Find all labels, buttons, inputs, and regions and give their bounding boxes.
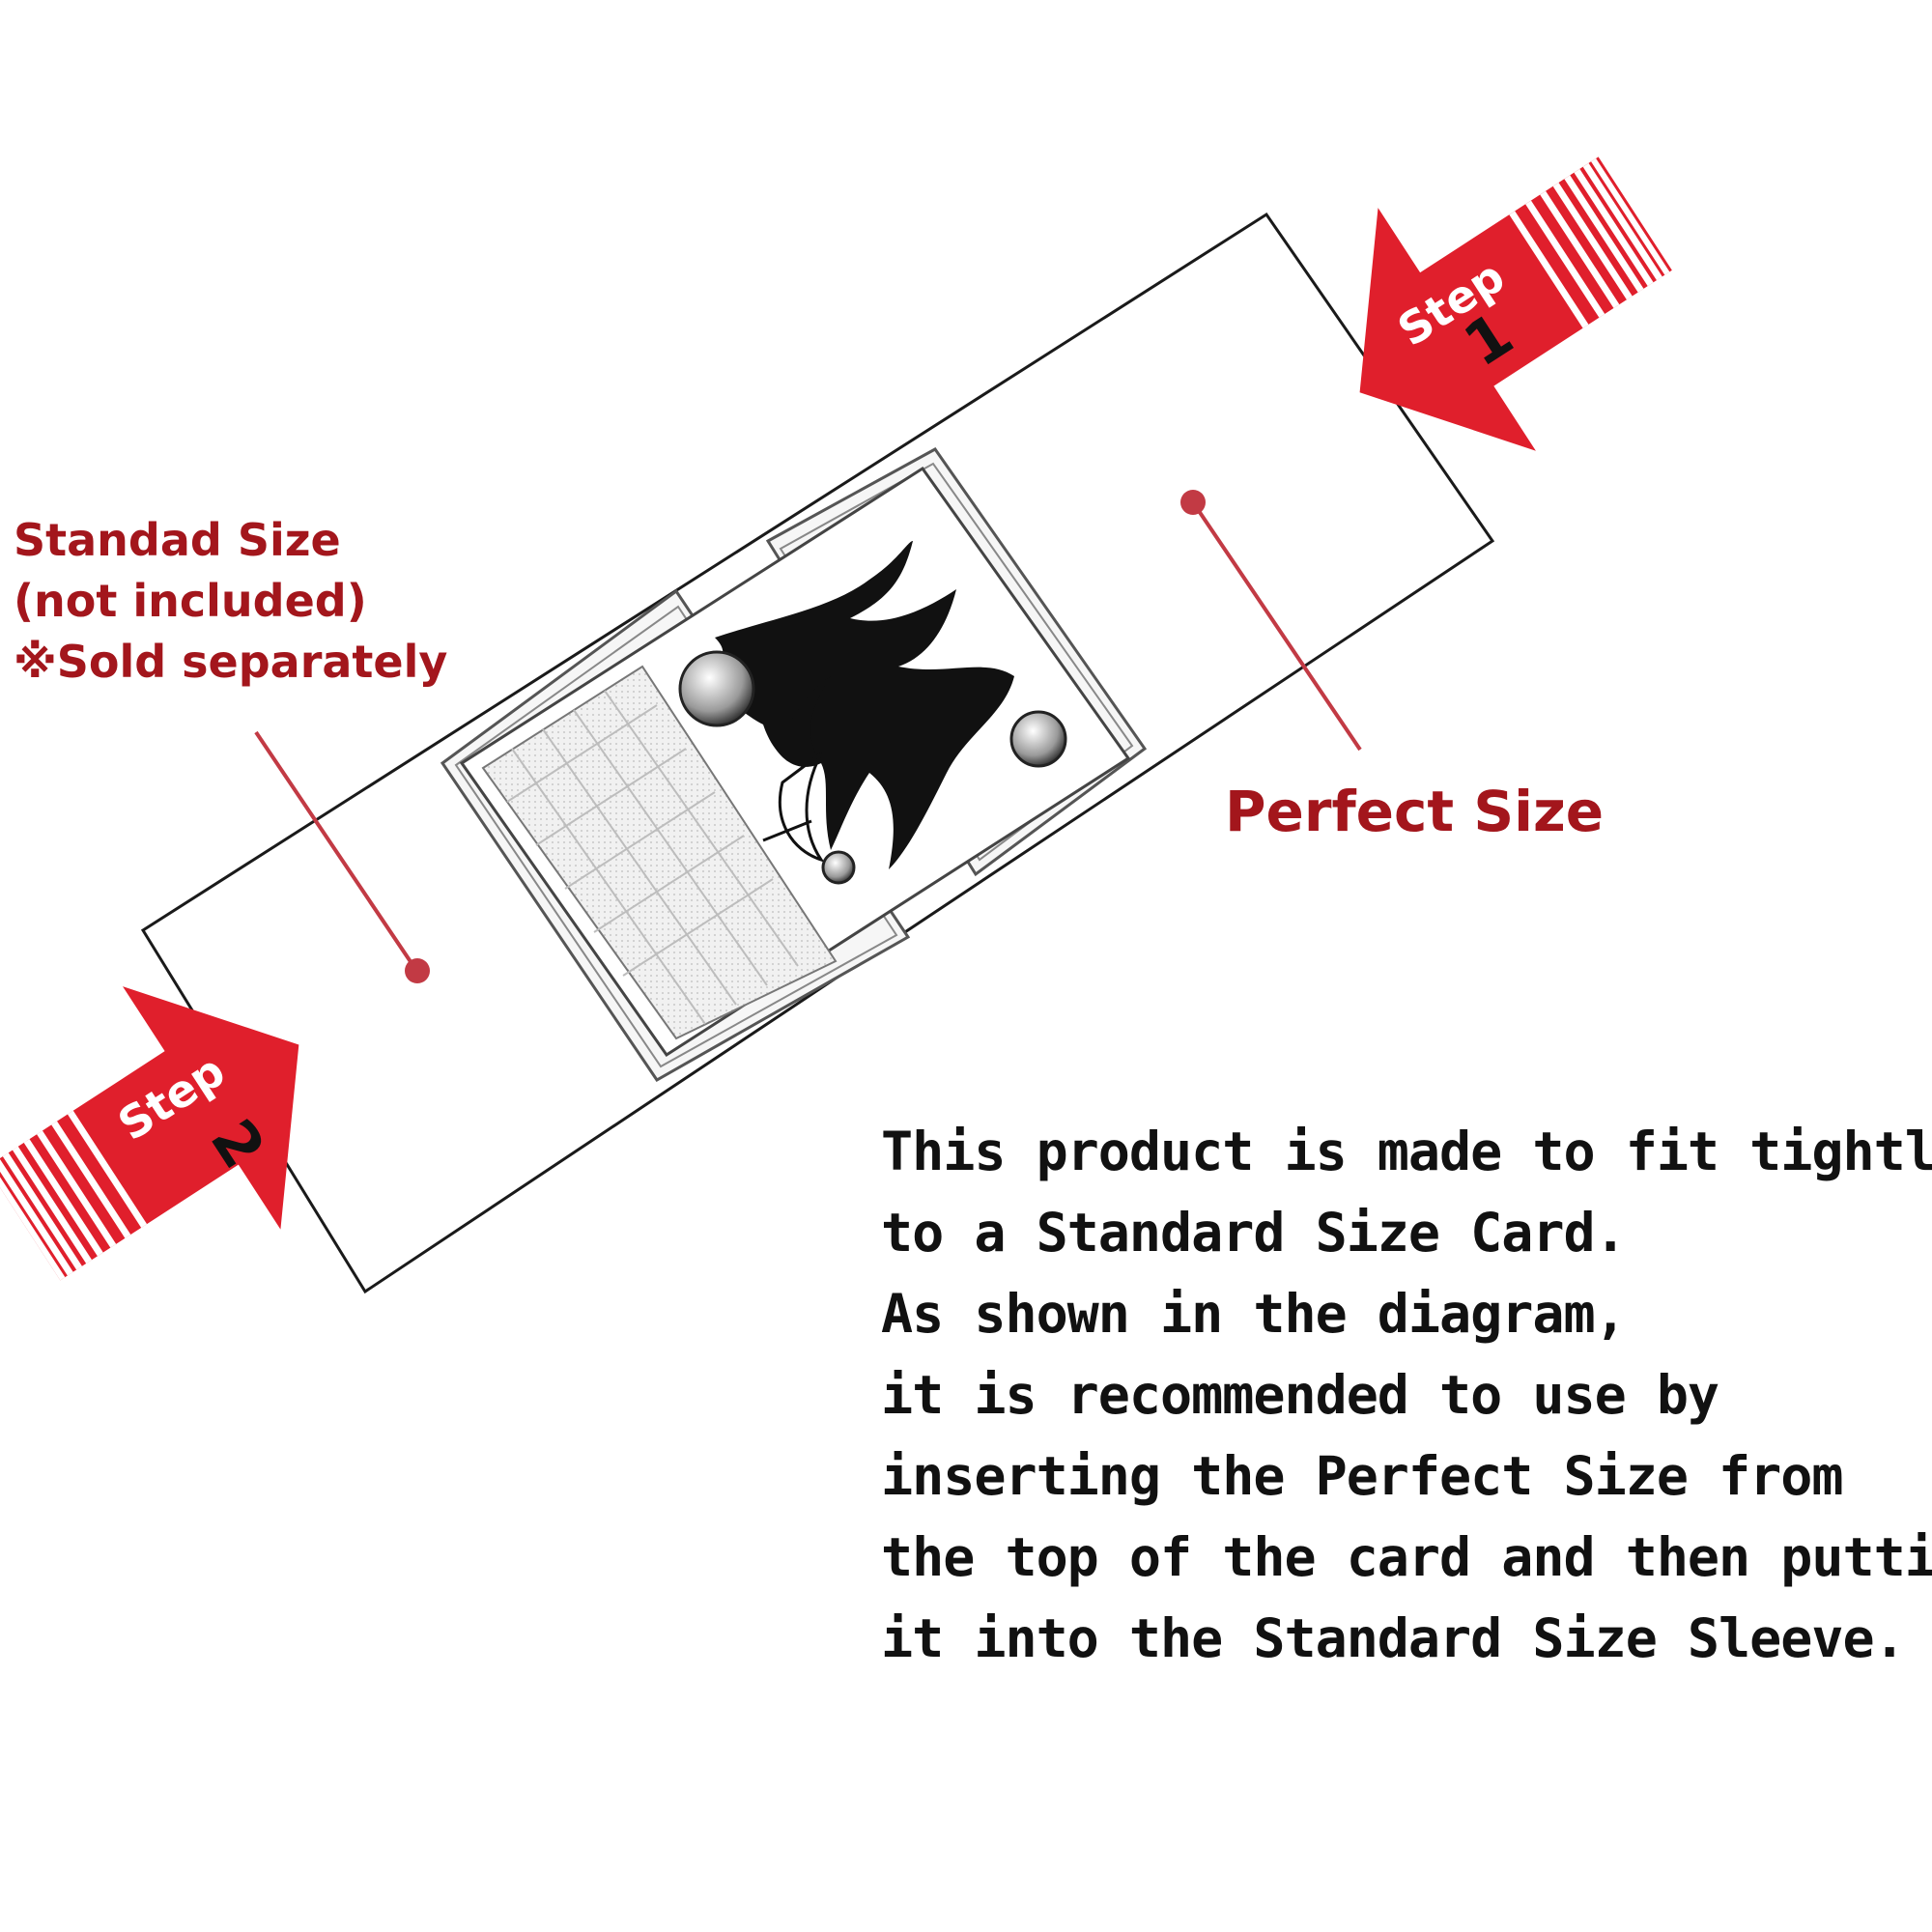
description-text: This product is made to fit tightly to a… — [881, 1111, 1932, 1679]
description-line-2: to a Standard Size Card. — [881, 1202, 1627, 1264]
arrow-icon — [0, 986, 299, 1281]
description-line-3: As shown in the diagram, — [881, 1283, 1627, 1345]
card-orb-large — [678, 650, 755, 727]
description-line-5: inserting the Perfect Size from — [881, 1445, 1844, 1507]
perfect-size-label: Perfect Size — [1225, 779, 1605, 844]
step-2-arrow: Step 2 — [0, 986, 299, 1281]
card-grid-lines — [506, 690, 799, 1025]
step-1-arrow: Step 1 — [1359, 156, 1672, 451]
description-line-4: it is recommended to use by — [881, 1364, 1719, 1426]
standard-size-line-3: ※Sold separately — [14, 636, 448, 688]
description-line-1: This product is made to fit tightly — [881, 1121, 1932, 1182]
leader-standard — [254, 730, 430, 983]
description-line-7: it into the Standard Size Sleeve. — [881, 1607, 1906, 1669]
description-line-6: the top of the card and then putting — [881, 1526, 1932, 1588]
card-in-sleeve — [440, 447, 1148, 1082]
standard-size-line-1: Standad Size — [14, 514, 341, 566]
leader-perfect — [1180, 490, 1362, 752]
card-orb-small — [821, 850, 856, 885]
arrow-icon — [1359, 156, 1672, 451]
standard-size-label: Standad Size (not included) ※Sold separa… — [14, 510, 447, 693]
dragon-silhouette-icon — [696, 541, 1014, 869]
card-orb-medium — [1009, 710, 1067, 768]
standard-size-line-2: (not included) — [14, 575, 367, 627]
